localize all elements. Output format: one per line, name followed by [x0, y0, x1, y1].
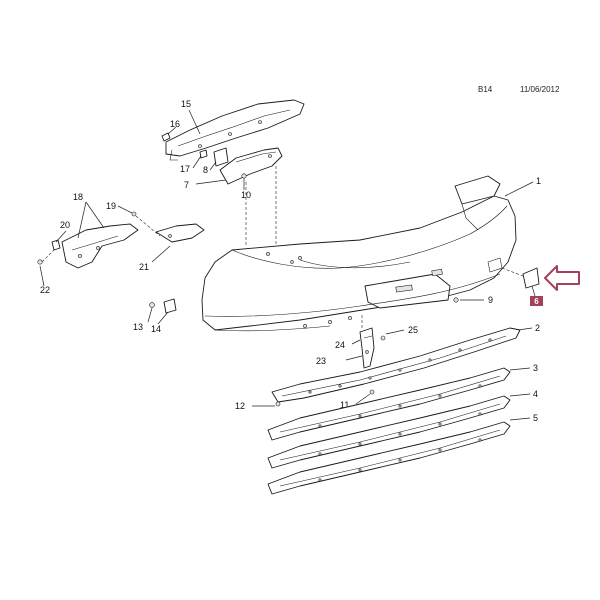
part-screw-10[interactable] [241, 173, 247, 179]
part-side-bracket-7[interactable] [219, 147, 283, 185]
part-screw-11[interactable] [369, 389, 375, 395]
callout-19[interactable]: 19 [106, 201, 116, 211]
callout-23[interactable]: 23 [316, 356, 326, 366]
part-screw-22[interactable] [37, 259, 43, 265]
part-bracket-8[interactable] [213, 147, 229, 167]
part-clip-20[interactable] [51, 239, 61, 251]
callout-25[interactable]: 25 [408, 325, 418, 335]
callout-18[interactable]: 18 [73, 192, 83, 202]
callout-15[interactable]: 15 [181, 99, 191, 109]
callout-14[interactable]: 14 [151, 324, 161, 334]
callout-21[interactable]: 21 [139, 262, 149, 272]
callout-6[interactable]: 6 [534, 297, 539, 306]
part-clip-14[interactable] [163, 298, 177, 314]
part-clip-17[interactable] [199, 149, 208, 159]
part-lower-strip-2[interactable] [271, 327, 521, 403]
page-code: B14 [478, 85, 493, 94]
callout-2[interactable]: 2 [535, 323, 540, 333]
part-lower-trim-4[interactable] [267, 395, 511, 469]
callout-5[interactable]: 5 [533, 413, 538, 423]
callout-3[interactable]: 3 [533, 363, 538, 373]
callout-11[interactable]: 11 [340, 400, 349, 410]
callout-16[interactable]: 16 [170, 119, 180, 129]
part-screw-12[interactable] [275, 401, 281, 407]
callout-13[interactable]: 13 [133, 322, 143, 332]
callout-1[interactable]: 1 [536, 176, 541, 186]
part-screw-13[interactable] [149, 302, 155, 308]
part-lower-trim-5[interactable] [267, 421, 511, 495]
part-screw-25[interactable] [380, 335, 386, 341]
part-side-guide-left[interactable] [61, 223, 139, 269]
highlight-arrow-icon [544, 265, 580, 291]
part-rear-bumper-fascia[interactable] [201, 175, 517, 332]
callout-24[interactable]: 24 [335, 340, 345, 350]
part-clip-19[interactable] [131, 211, 137, 217]
part-clip-16[interactable] [161, 132, 171, 142]
part-bracket-21[interactable] [155, 223, 205, 243]
callout-4[interactable]: 4 [533, 389, 538, 399]
highlight-badge [530, 296, 543, 306]
diagram-date: 11/06/2012 [520, 85, 560, 94]
callout-22[interactable]: 22 [40, 285, 50, 295]
callout-17[interactable]: 17 [180, 164, 190, 174]
callout-20[interactable]: 20 [60, 220, 70, 230]
callout-7[interactable]: 7 [184, 180, 189, 190]
part-lower-trim-3[interactable] [267, 367, 511, 441]
part-tow-eye-cover[interactable] [522, 267, 540, 289]
part-screw-9[interactable] [453, 297, 459, 303]
part-upper-bracket[interactable] [165, 99, 305, 161]
callout-12[interactable]: 12 [235, 401, 245, 411]
part-center-bracket[interactable] [359, 327, 375, 369]
callout-9[interactable]: 9 [488, 295, 493, 305]
callout-8[interactable]: 8 [203, 165, 208, 175]
